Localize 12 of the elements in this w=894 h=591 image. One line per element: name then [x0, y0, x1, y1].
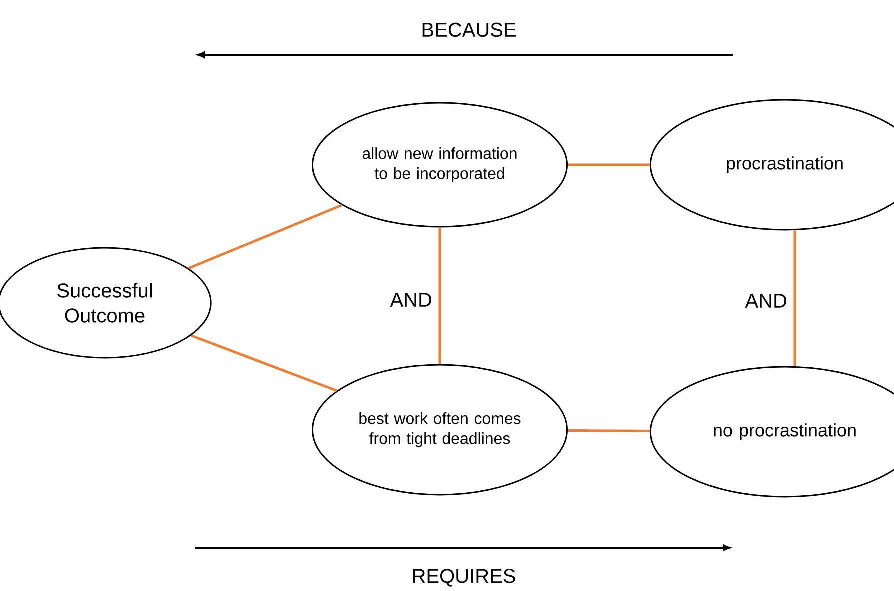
edge-label: AND	[390, 293, 432, 307]
connector-line	[190, 334, 338, 392]
connector-line	[188, 204, 342, 270]
direction-label: REQUIRES	[413, 569, 516, 587]
edge-label: AND	[745, 294, 786, 308]
ellipse-node: allow new information to be incorporated	[312, 102, 568, 228]
connector-line	[568, 429, 650, 432]
direction-label: BECAUSE	[422, 22, 516, 38]
connector-line	[438, 228, 442, 364]
connector-line	[568, 164, 650, 166]
ellipse-node: best work often comes from tight deadlines	[312, 364, 568, 496]
connector-line	[794, 230, 796, 366]
